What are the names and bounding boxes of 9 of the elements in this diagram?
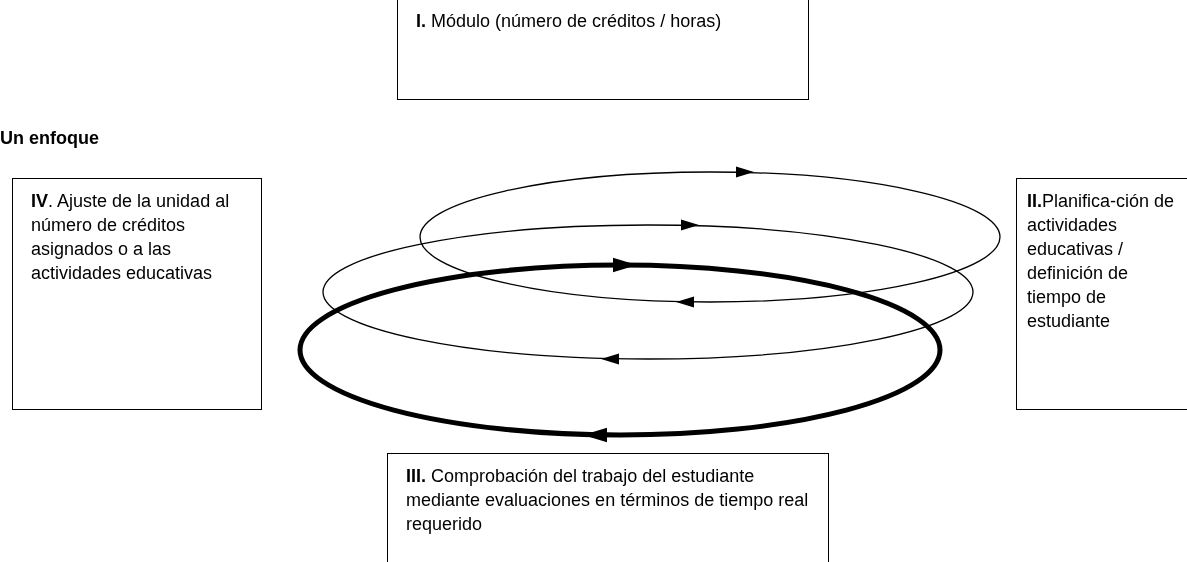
step-text: II.Planifica-ción de actividades educativas / definición de tiempo de estudiante [1027,190,1176,333]
step-box [387,453,829,562]
step-text: I. Módulo (número de créditos / horas) [416,10,723,33]
heading: Un enfoque [0,128,99,149]
step-box [12,178,262,410]
step-text: III. Comprobación del trabajo del estudiante mediante evaluaciones en términos de tiempo real requerido [406,465,810,536]
step-box [1016,178,1187,410]
step-text: IV. Ajuste de la unidad al número de créditos asignados o a las actividades educativas [31,190,231,285]
step-box [397,0,809,100]
